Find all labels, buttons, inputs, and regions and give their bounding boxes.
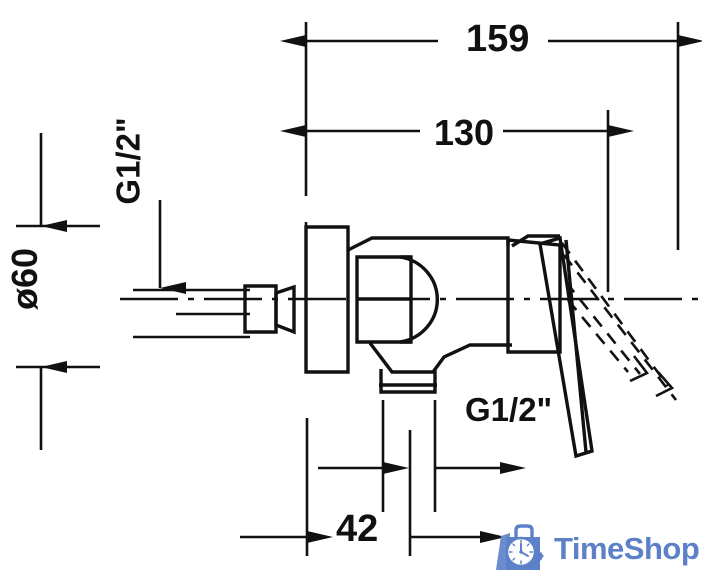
faucet-body-outline	[243, 225, 594, 459]
lever-hub-bevel	[511, 234, 560, 248]
dimension-label-diameter-60: ø60	[4, 247, 46, 311]
handle-motion-indicators	[560, 242, 678, 401]
lever-hub	[506, 238, 562, 354]
handle-lever-edge	[564, 239, 588, 453]
extension-lines	[304, 22, 680, 556]
body-upper-shoulder	[347, 236, 510, 252]
handle-motion-tips	[629, 355, 675, 398]
dimension-diameter-60	[16, 133, 100, 450]
handle-lever	[538, 235, 594, 459]
timeshop-wordmark: TimeShop	[554, 530, 700, 566]
dome-cap	[399, 255, 439, 344]
escutcheon-flange	[304, 225, 350, 374]
shopping-bag-with-clock-icon	[496, 524, 544, 570]
thread-label-g12-inlet: G1/2"	[109, 117, 147, 205]
inlet-taper	[274, 284, 296, 335]
dimension-42	[240, 462, 526, 543]
dimension-label-42: 42	[336, 508, 379, 550]
dimension-label-130: 130	[434, 112, 495, 153]
inlet-nipple	[243, 284, 278, 334]
dimension-label-159: 159	[466, 18, 530, 60]
outlet-collar	[379, 369, 437, 394]
leader-g12-inlet	[133, 200, 250, 339]
thread-label-g12-outlet: G1/2"	[465, 391, 553, 428]
timeshop-watermark: TimeShop	[492, 518, 700, 578]
body-lower-shoulder	[368, 341, 512, 374]
